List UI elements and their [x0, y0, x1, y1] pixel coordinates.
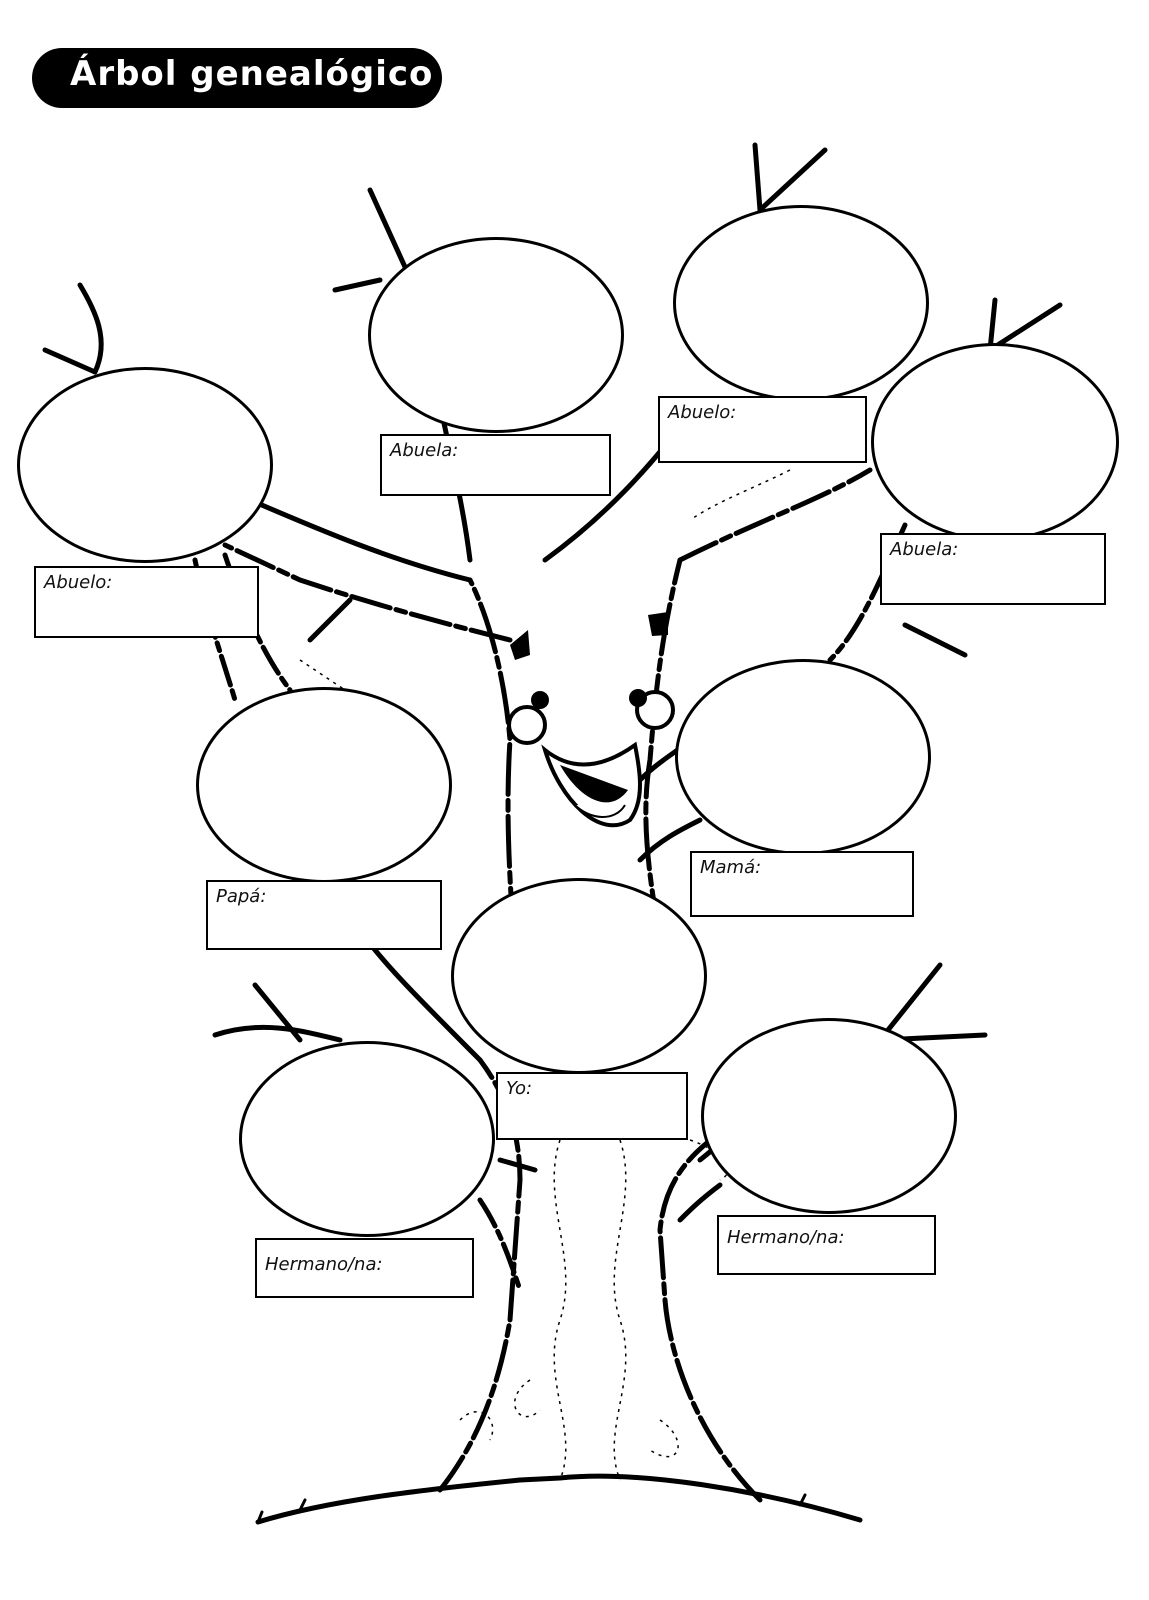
- abuelo-left-name-field[interactable]: Abuelo:: [34, 566, 259, 638]
- yo-name-field[interactable]: Yo:: [496, 1072, 688, 1140]
- photo-frame-hermano-right[interactable]: [701, 1018, 957, 1214]
- yo-label: Yo:: [506, 1078, 533, 1099]
- photo-frame-hermano-left[interactable]: [239, 1041, 495, 1237]
- hermano-right-name-field[interactable]: Hermano/na:: [717, 1215, 936, 1275]
- abuelo-right-label: Abuelo:: [668, 402, 737, 423]
- photo-frame-abuela-left[interactable]: [368, 237, 624, 433]
- hermano-left-name-field[interactable]: Hermano/na:: [255, 1238, 474, 1298]
- mama-name-field[interactable]: Mamá:: [690, 851, 914, 917]
- hermano-left-label: Hermano/na:: [265, 1254, 383, 1275]
- photo-frame-papa[interactable]: [196, 687, 452, 883]
- photo-frame-mama[interactable]: [675, 659, 931, 855]
- abuela-right-name-field[interactable]: Abuela:: [880, 533, 1106, 605]
- photo-frame-abuelo-left[interactable]: [17, 367, 273, 563]
- papa-label: Papá:: [216, 886, 267, 907]
- abuela-right-label: Abuela:: [890, 539, 959, 560]
- abuela-left-name-field[interactable]: Abuela:: [380, 434, 611, 496]
- mama-label: Mamá:: [700, 857, 762, 878]
- photo-frame-yo[interactable]: [451, 878, 707, 1074]
- photo-frame-abuela-right[interactable]: [871, 343, 1119, 541]
- abuela-left-label: Abuela:: [390, 440, 459, 461]
- page-title: Árbol genealógico: [70, 54, 434, 94]
- photo-frame-abuelo-right[interactable]: [673, 205, 929, 401]
- papa-name-field[interactable]: Papá:: [206, 880, 442, 950]
- tree-face-icon: [507, 612, 675, 828]
- abuelo-left-label: Abuelo:: [44, 572, 113, 593]
- hermano-right-label: Hermano/na:: [727, 1227, 845, 1248]
- abuelo-right-name-field[interactable]: Abuelo:: [658, 396, 867, 463]
- title-banner: Árbol genealógico: [32, 48, 442, 108]
